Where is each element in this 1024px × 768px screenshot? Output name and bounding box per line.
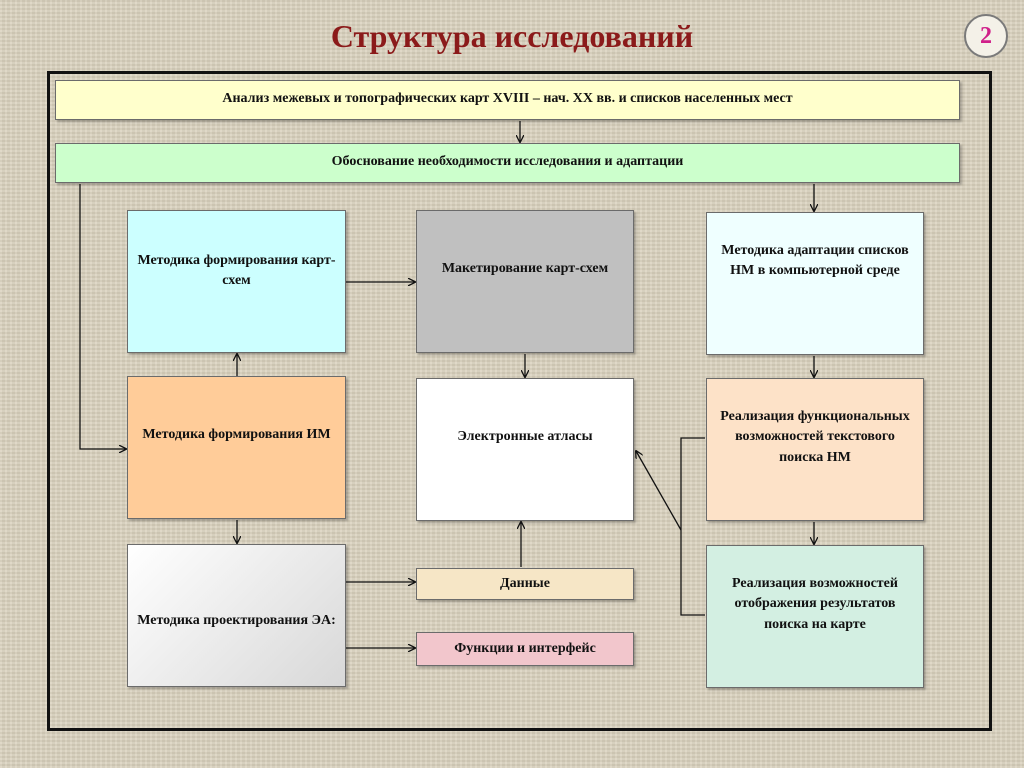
connector-right-bracket — [680, 437, 705, 616]
page-title: Структура исследований — [330, 18, 694, 54]
mockup-map-schemes-box: Макетирование карт-схем — [416, 210, 634, 353]
justification-box: Обоснование необходимости исследования и… — [55, 143, 960, 183]
analysis-box: Анализ межевых и топографических карт XV… — [55, 80, 960, 120]
method-im-label: Методика формирования ИМ — [142, 427, 331, 442]
method-ea-design-label: Методика проектирования ЭА: — [137, 613, 336, 629]
arrow-bracket-to-atlases — [636, 451, 682, 531]
method-ea-design-box: Методика проектирования ЭА: — [127, 544, 346, 687]
text-search-label: Реализация функциональных возможностей т… — [720, 409, 910, 465]
method-adaptation-lists-box: Методика адаптации списков НМ в компьюте… — [706, 212, 924, 355]
display-results-box: Реализация возможностей отображения резу… — [706, 545, 924, 688]
functions-interface-label: Функции и интерфейс — [454, 640, 596, 656]
page-number-badge: 2 — [964, 14, 1008, 58]
method-adaptation-lists-label: Методика адаптации списков НМ в компьюте… — [721, 243, 909, 279]
arrow-justification-to-method-im — [79, 184, 126, 449]
mockup-map-schemes-label: Макетирование карт-схем — [441, 261, 609, 276]
electronic-atlases-label: Электронные атласы — [457, 429, 593, 444]
display-results-label: Реализация возможностей отображения резу… — [732, 576, 898, 632]
analysis-label: Анализ межевых и топографических карт XV… — [222, 91, 793, 106]
text-search-box: Реализация функциональных возможностей т… — [706, 378, 924, 521]
method-map-schemes-label: Методика формирования карт-схем — [137, 253, 336, 289]
functions-interface-box: Функции и интерфейс — [416, 632, 634, 666]
data-label: Данные — [500, 575, 550, 591]
electronic-atlases-box: Электронные атласы — [416, 378, 634, 521]
method-im-box: Методика формирования ИМ — [127, 376, 346, 519]
diagram-frame — [47, 71, 992, 731]
method-map-schemes-box: Методика формирования карт-схем — [127, 210, 346, 353]
justification-label: Обоснование необходимости исследования и… — [331, 154, 684, 169]
data-box: Данные — [416, 568, 634, 600]
